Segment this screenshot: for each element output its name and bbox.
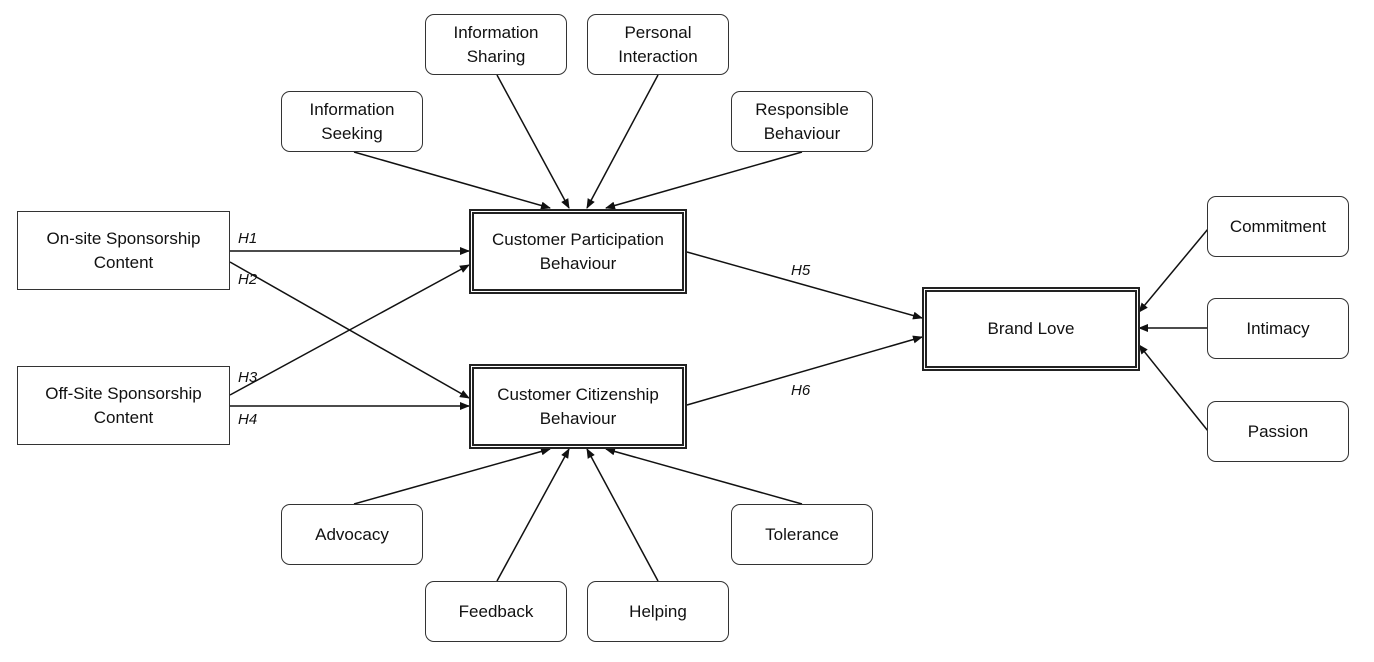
hypothesis-h4-label: H4: [238, 411, 258, 428]
arrow-personal-interaction-to-cpb: [586, 74, 659, 209]
arrow-info-seeking-to-cpb: [353, 151, 551, 210]
arrow-info-sharing-to-cpb: [496, 74, 570, 209]
commitment-box: Commitment: [1207, 196, 1349, 257]
intimacy-label: Intimacy: [1246, 318, 1310, 338]
passion-box: Passion: [1207, 401, 1349, 462]
arrow-responsible-behaviour-to-cpb: [605, 151, 803, 210]
brand-love-box: Brand Love: [922, 287, 1140, 371]
commitment-label: Commitment: [1229, 216, 1327, 236]
onsite-sponsorship-content-box: On-site Sponsorship Content: [17, 211, 230, 290]
hypothesis-h3-label: H3: [238, 369, 258, 386]
responsible-behaviour-box: Responsible Behaviour: [731, 91, 873, 152]
arrow-h5: [686, 251, 923, 320]
advocacy-label: Advocacy: [315, 524, 389, 544]
arrow-passion-to-brand-love: [1138, 344, 1209, 432]
customer-participation-behaviour-box: Customer Participation Behaviour: [469, 209, 687, 294]
customer-citizenship-behaviour-label: Customer Citizenship Behaviour: [497, 384, 659, 428]
information-sharing-box: Information Sharing: [425, 14, 567, 75]
intimacy-box: Intimacy: [1207, 298, 1349, 359]
hypothesis-h1-label: H1: [238, 230, 258, 247]
advocacy-box: Advocacy: [281, 504, 423, 565]
arrow-tolerance-to-ccb: [605, 447, 803, 505]
brand-love-label: Brand Love: [987, 319, 1075, 338]
hypothesis-h5-label: H5: [791, 262, 811, 279]
customer-citizenship-behaviour-box: Customer Citizenship Behaviour: [469, 364, 687, 449]
personal-interaction-box: Personal Interaction: [587, 14, 729, 75]
feedback-label: Feedback: [458, 601, 534, 621]
offsite-sponsorship-content-label: Off-Site Sponsorship Content: [45, 383, 202, 427]
arrow-helping-to-ccb: [586, 448, 659, 582]
tolerance-label: Tolerance: [765, 524, 839, 544]
hypothesis-h2-label: H2: [238, 271, 258, 288]
tolerance-box: Tolerance: [731, 504, 873, 565]
information-sharing-label: Information Sharing: [453, 22, 539, 66]
information-seeking-box: Information Seeking: [281, 91, 423, 152]
arrow-commitment-to-brand-love: [1138, 228, 1209, 313]
customer-participation-behaviour-label: Customer Participation Behaviour: [492, 229, 664, 273]
hypothesis-h6-label: H6: [791, 382, 811, 399]
arrow-feedback-to-ccb: [496, 448, 570, 582]
helping-label: Helping: [629, 601, 687, 621]
passion-label: Passion: [1247, 421, 1309, 441]
onsite-sponsorship-content-label: On-site Sponsorship Content: [46, 228, 201, 272]
helping-box: Helping: [587, 581, 729, 642]
responsible-behaviour-label: Responsible Behaviour: [755, 99, 849, 143]
personal-interaction-label: Personal Interaction: [618, 22, 698, 66]
feedback-box: Feedback: [425, 581, 567, 642]
information-seeking-label: Information Seeking: [309, 99, 395, 143]
offsite-sponsorship-content-box: Off-Site Sponsorship Content: [17, 366, 230, 445]
arrow-h3: [229, 264, 470, 396]
arrow-h6: [686, 335, 923, 406]
arrow-advocacy-to-ccb: [353, 447, 551, 505]
